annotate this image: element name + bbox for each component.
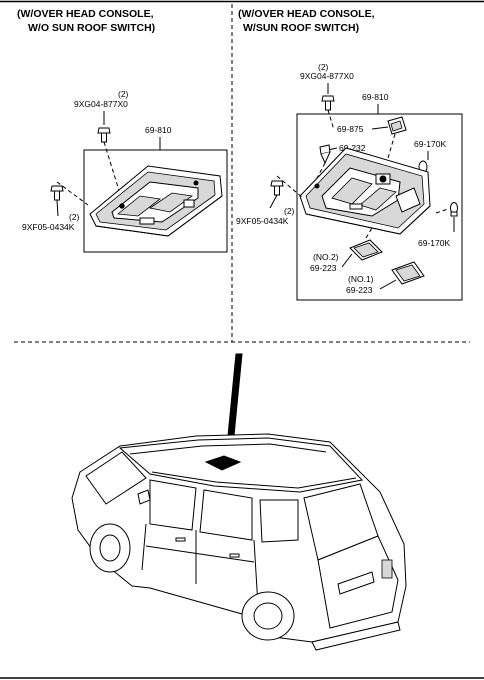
right-clip-part-number: 69-232	[339, 143, 366, 153]
right-console-box	[296, 113, 463, 301]
left-console-part-number: 69-810	[145, 125, 172, 135]
left-header-line2: W/O SUN ROOF SWITCH)	[28, 22, 155, 34]
left-top-bolt-icon	[97, 127, 111, 143]
right-sunroof-switch-icon	[387, 116, 407, 135]
left-panel: (W/OVER HEAD CONSOLE, W/O SUN ROOF SWITC…	[17, 8, 228, 253]
right-top-bolt-icon	[321, 95, 335, 111]
tail-lamp	[381, 559, 393, 579]
right-side-bolt-icon	[270, 180, 284, 196]
right-bolt-side-code: 9XF05-0434K	[236, 216, 289, 226]
door-handle-rear	[229, 553, 240, 558]
overhead-console-location-icon	[204, 455, 242, 471]
right-panel: (W/OVER HEAD CONSOLE, W/SUN ROOF SWITCH)…	[236, 8, 463, 301]
right-overhead-console-icon	[299, 147, 431, 235]
left-bolt-side-path	[56, 181, 89, 206]
right-clip-icon	[319, 144, 331, 165]
left-bolt-side-code: 9XF05-0434K	[22, 222, 75, 232]
right-switch-part-number: 69-875	[337, 124, 364, 134]
rear-bumper	[311, 621, 401, 651]
right-bolt-top-qty: (2)	[318, 62, 329, 72]
rear-door-window	[199, 489, 253, 541]
side-mirror	[137, 489, 151, 505]
left-bolt-top-code: 9XG04-877X0	[74, 99, 128, 109]
vehicle-illustration	[71, 353, 407, 651]
right-console-part-number: 69-810	[362, 92, 389, 102]
right-bolt-top-code: 9XG04-877X0	[300, 71, 354, 81]
left-bolt-side-qty: (2)	[69, 212, 80, 222]
left-console-box	[83, 149, 228, 253]
right-lens-no1-qty: (NO.1)	[348, 274, 374, 284]
front-door-window	[149, 479, 197, 531]
right-bulb-lower-icon	[450, 202, 458, 217]
quarter-window	[259, 499, 299, 543]
license-plate	[337, 571, 375, 595]
right-header-line2: W/SUN ROOF SWITCH)	[243, 22, 359, 34]
left-bolt-top-qty: (2)	[118, 89, 129, 99]
right-lens-no1-icon	[391, 261, 425, 285]
right-bulb-upper-part-number: 69-170K	[414, 139, 446, 149]
right-lens-no2-qty: (NO.2)	[313, 252, 339, 262]
windshield	[85, 451, 147, 505]
right-lens-no1-part-number: 69-223	[346, 285, 373, 295]
right-lens-no2-icon	[349, 239, 383, 261]
right-bolt-side-qty: (2)	[284, 206, 295, 216]
right-bulb-lower-part-number: 69-170K	[418, 238, 450, 248]
right-header-line1: (W/OVER HEAD CONSOLE,	[238, 8, 375, 20]
right-lens-no2-part-number: 69-223	[310, 263, 337, 273]
left-side-bolt-icon	[50, 185, 64, 201]
left-overhead-console-icon	[89, 165, 223, 237]
door-handle-front	[175, 537, 186, 542]
vehicle-roof	[118, 437, 363, 493]
left-header-line1: (W/OVER HEAD CONSOLE,	[17, 8, 154, 20]
